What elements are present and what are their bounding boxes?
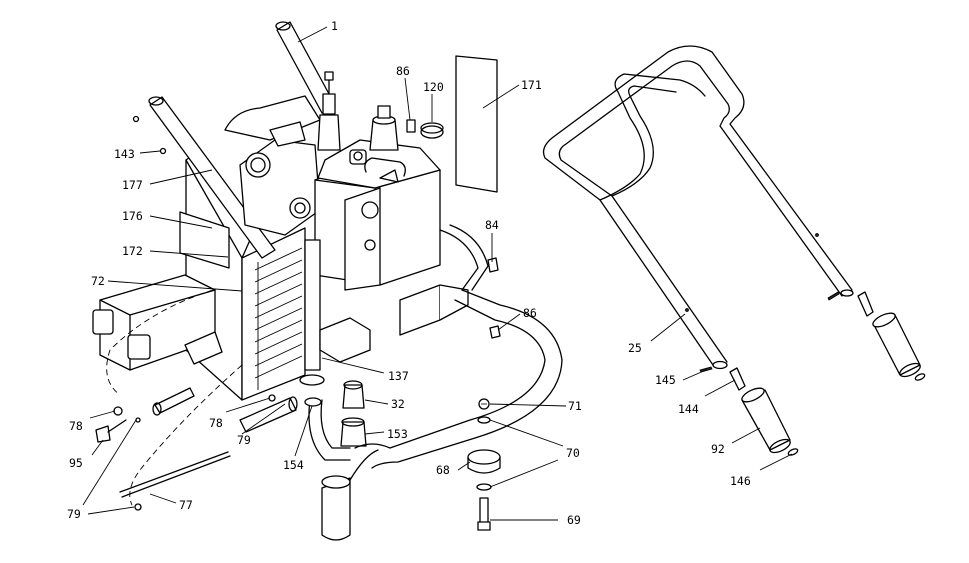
callout-86-right: 86	[523, 306, 537, 320]
callout-177: 177	[122, 178, 143, 192]
callout-labels: 1 86 120 171 143 177 176 172 72 84 86 13…	[67, 19, 751, 527]
callout-137: 137	[388, 369, 409, 383]
callout-71: 71	[568, 399, 582, 413]
callout-171: 171	[521, 78, 542, 92]
suction-tube	[299, 289, 563, 541]
foot-parts	[467, 398, 501, 531]
callout-145: 145	[655, 373, 676, 387]
callout-32: 32	[391, 397, 405, 411]
leader-lines	[82, 26, 793, 521]
callout-153: 153	[387, 427, 408, 441]
callout-92: 92	[711, 442, 725, 456]
callout-70: 70	[566, 446, 580, 460]
callout-176: 176	[122, 209, 143, 223]
callout-86-top: 86	[396, 64, 410, 78]
ground-wire-parts	[95, 289, 276, 511]
callout-79-mid: 79	[237, 433, 251, 447]
callout-143: 143	[114, 147, 135, 161]
callout-172: 172	[122, 244, 143, 258]
callout-72: 72	[91, 274, 105, 288]
callout-120: 120	[423, 80, 444, 94]
callout-25: 25	[628, 341, 642, 355]
callout-78-left: 78	[69, 419, 83, 433]
right-grip-parts	[827, 291, 926, 381]
callout-95: 95	[69, 456, 83, 470]
callout-68: 68	[436, 463, 450, 477]
callout-146: 146	[730, 474, 751, 488]
callout-79-left: 79	[67, 507, 81, 521]
callout-69: 69	[567, 513, 581, 527]
cooling-fins	[254, 247, 303, 390]
small-parts	[132, 115, 501, 339]
callout-154: 154	[283, 458, 304, 472]
callout-84: 84	[485, 218, 499, 232]
callout-78-mid: 78	[209, 416, 223, 430]
pump-block	[239, 71, 469, 371]
callout-1: 1	[331, 19, 338, 33]
callout-144: 144	[678, 402, 699, 416]
callout-77: 77	[179, 498, 193, 512]
return-hose	[439, 224, 489, 291]
left-grip-parts	[699, 366, 799, 456]
handle-assembly	[542, 45, 854, 370]
